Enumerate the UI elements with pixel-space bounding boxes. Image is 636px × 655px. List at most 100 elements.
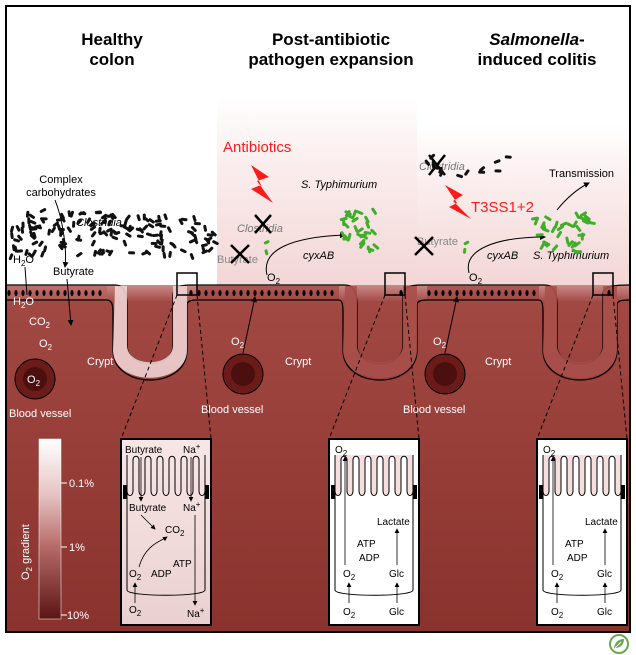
zb3-glc-mid: Glc [597,569,612,580]
bacterium [567,240,574,247]
nucleus [63,290,67,296]
arrow-o2-up-post [242,296,257,354]
bacterium [579,211,588,217]
bacterium [152,233,160,238]
bacterium [10,225,15,233]
bacterium [358,238,366,246]
nucleus [77,290,81,296]
zb1-o2-bottom: O2 [129,605,142,618]
bacterium [542,240,549,248]
bacterium [35,225,43,230]
bacterium [161,245,165,253]
title-salm-line1: Salmonella- [489,30,584,49]
bacterium [111,229,119,236]
nucleus [525,290,529,296]
bacterium [264,249,269,256]
bacterium [540,221,546,229]
label-co2-healthy: CO2 [29,316,51,330]
nucleus [532,290,536,296]
nucleus [253,290,257,296]
nucleus [260,290,264,296]
bacterium [372,243,380,250]
bacterium [344,210,352,216]
cell-press-leaf-icon [609,634,629,654]
zb2-glc-bottom: Glc [389,607,404,618]
nucleus [70,290,74,296]
bacterium [166,226,172,233]
bacterium [52,221,59,228]
bacterium [432,162,436,170]
arrow-h2o [24,266,28,296]
nucleus [504,290,508,296]
nucleus [281,290,285,296]
bacterium [75,237,83,242]
clostridia-bacteria [8,153,512,261]
salmonella-bacteria [263,207,596,256]
bacterium [66,226,72,233]
nucleus [309,290,313,296]
bacterium [96,248,103,255]
nucleus [497,290,501,296]
nucleus [511,290,515,296]
bacterium [544,215,552,222]
bacterium [551,244,559,252]
zb2-o2-mid: O2 [343,569,356,582]
bacterium [138,227,144,234]
bacterium [178,218,184,226]
title-healthy-line1: Healthy [81,30,143,49]
nucleus [469,290,473,296]
title-salm-line2: induced colitis [477,50,596,69]
zb3-o2-mid: O2 [551,569,564,582]
bacterium [207,246,214,253]
bacterium [504,155,512,159]
zb2-adp: ADP [359,553,380,564]
bacterium [76,219,83,226]
arrow-transmission [556,182,590,211]
zb1-atp: ATP [173,559,192,570]
bacterium [168,250,172,258]
bacterium [154,244,161,249]
label-o2-vessel-1: O2 [27,374,41,388]
nucleus [14,290,18,296]
zb3-atp: ATP [565,539,584,550]
nucleus [91,290,95,296]
bacterium [39,208,47,213]
label-styphimurium-post: S. Typhimurium [301,179,377,191]
bacterium [24,249,29,256]
bacterium [577,233,586,237]
blood-vessel-1 [14,358,56,400]
bacterium [43,245,48,253]
title-healthy-line2: colon [89,50,134,69]
bacterium [76,252,83,258]
nucleus [42,290,46,296]
label-complex-1: Complex [39,174,83,186]
bacterium [136,234,144,239]
bacterium [494,169,502,173]
nucleus [490,290,494,296]
bacterium [10,232,14,240]
bacterium [583,214,591,221]
bacterium [169,241,176,248]
bacterium [25,210,30,218]
label-cyxab-salm: cyxAB [487,250,518,262]
nucleus [204,290,208,296]
bacterium [27,252,34,259]
bacterium [541,227,550,233]
bacterium [67,210,72,218]
nucleus [455,290,459,296]
scale-tick-0: 0.1% [69,478,94,490]
bacterium [111,235,119,241]
bacterium [38,240,44,247]
bacterium [192,215,197,222]
bacterium [128,251,136,255]
label-antibiotics: Antibiotics [223,139,291,156]
bacterium [365,221,371,229]
bacterium [189,253,195,260]
nucleus [49,290,53,296]
bacterium [355,210,364,215]
zb2-arrows [342,456,400,603]
bacterium [163,213,168,221]
bacterium [190,226,197,232]
label-cyxab-post: cyxAB [303,250,334,262]
label-styphimurium-salm: S. Typhimurium [533,250,609,262]
